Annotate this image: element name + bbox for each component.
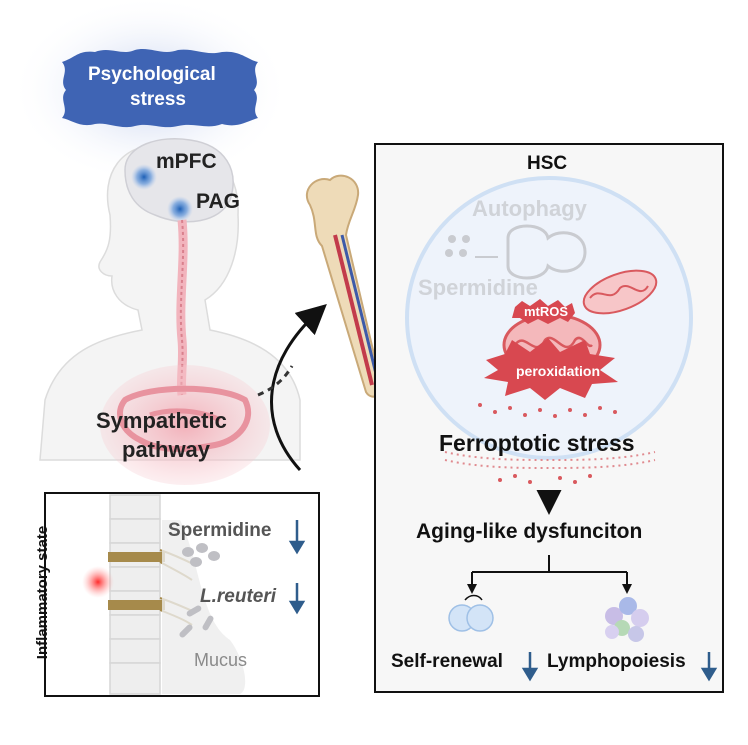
self-renewal-cells-icon	[448, 594, 494, 632]
aging-dysfunction-label: Aging-like dysfunciton	[416, 520, 643, 543]
gut-spermidine-label: Spermidine	[168, 520, 272, 541]
lymphopoiesis-cells-icon	[605, 597, 649, 642]
inflammatory-state-label: Inflammatory state	[34, 525, 52, 660]
mtros-burst	[512, 299, 575, 324]
peroxidation-label: peroxidation	[516, 363, 601, 379]
ferroptotic-stress-label: Ferroptotic stress	[439, 430, 635, 456]
hsc-spermidine-label: Spermidine	[418, 275, 538, 300]
gut-icon	[100, 365, 270, 485]
spermidine-dots-icon	[182, 543, 220, 567]
pag-label: PAG	[196, 190, 240, 213]
gut-to-bone-dashed-arrow	[257, 365, 294, 397]
hsc-title: HSC	[527, 153, 568, 174]
stress-cloud-icon	[62, 49, 258, 128]
autophagy-label: Autophagy	[472, 196, 587, 221]
bone-icon	[305, 174, 383, 398]
mucus-icon	[162, 520, 246, 694]
brain-icon	[124, 138, 234, 223]
pathway-to-bone-arrow	[270, 303, 327, 472]
pathway-label: pathway	[122, 437, 211, 462]
branch-arrows	[471, 555, 628, 586]
autophagosome-icon	[506, 224, 587, 280]
lymphopoiesis-label: Lymphopoiesis	[547, 651, 686, 672]
faded-spermidine-dots-icon	[445, 235, 470, 257]
epithelium-icon	[109, 494, 161, 695]
sympathetic-label: Sympathetic	[96, 408, 227, 433]
mucus-label: Mucus	[194, 650, 248, 670]
mtros-label: mtROS	[524, 304, 569, 319]
pag-dot-icon	[167, 196, 193, 222]
self-renewal-label: Self-renewal	[391, 651, 503, 672]
lreuteri-bacteria-icon	[179, 605, 214, 638]
stress-label-line2: stress	[130, 89, 186, 110]
mpfc-label: mPFC	[156, 150, 217, 173]
decrease-arrows-icon	[288, 520, 306, 615]
hsc-decrease-arrows-icon	[521, 652, 718, 682]
inflammation-icon	[82, 566, 114, 598]
lipid-membrane-icon	[444, 403, 656, 484]
mpfc-dot-icon	[131, 164, 157, 190]
stress-label-line1: Psychological	[88, 64, 216, 85]
lreuteri-label: L.reuteri	[200, 586, 277, 607]
peroxidation-burst	[484, 338, 618, 400]
